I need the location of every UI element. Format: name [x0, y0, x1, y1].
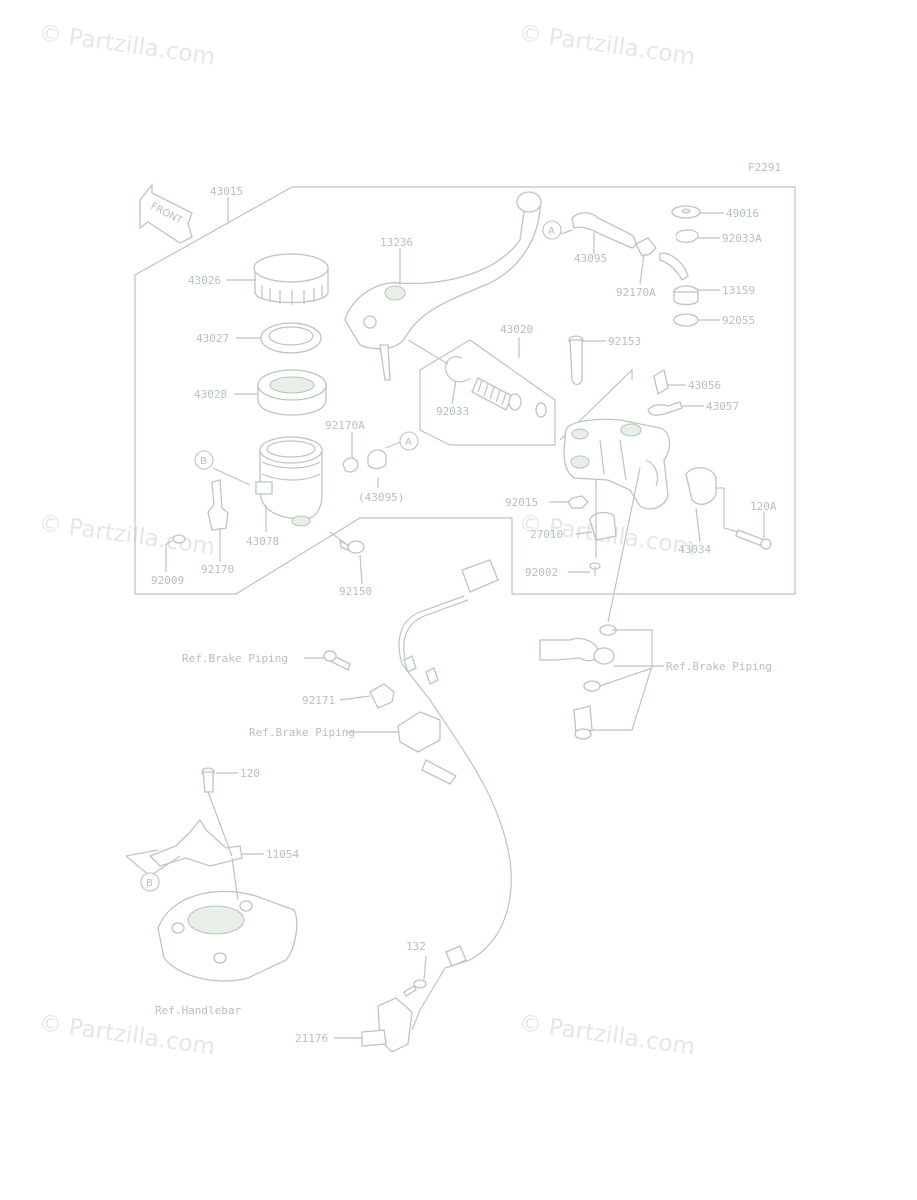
label-ref-brake-piping-lower-left: Ref.Brake Piping — [249, 726, 355, 739]
screw-92002 — [589, 562, 601, 576]
label-120: 120 — [240, 767, 260, 780]
callout-a-lower: A — [399, 431, 419, 451]
label-27010: 27010 — [530, 528, 563, 541]
screw-92150 — [339, 539, 365, 554]
label-43027: 43027 — [196, 332, 229, 345]
label-120A: 120A — [750, 500, 777, 513]
label-43028: 43028 — [194, 388, 227, 401]
callout-b-upper-label: B — [200, 456, 207, 467]
brake-piping-parts — [539, 624, 617, 740]
label-43020: 43020 — [500, 323, 533, 336]
label-43034: 43034 — [678, 543, 711, 556]
label-92171: 92171 — [302, 694, 335, 707]
switch-part — [647, 401, 683, 416]
reservoir-hose — [571, 212, 637, 249]
bracket-11054 — [148, 818, 243, 867]
switch-cable — [398, 559, 512, 1031]
circlip-92033A — [675, 229, 699, 243]
label-92009: 92009 — [151, 574, 184, 587]
label-43026: 43026 — [188, 274, 221, 287]
watermark-top-left: © Partzilla.com — [37, 20, 216, 70]
watermark-top-right: © Partzilla.com — [517, 20, 696, 70]
label-92033A: 92033A — [722, 232, 762, 245]
figure-code: F2291 — [748, 161, 781, 174]
watermark-bottom-left: © Partzilla.com — [37, 1010, 216, 1060]
piston-kit-outline — [419, 339, 556, 446]
brake-hose-parts — [323, 650, 457, 785]
pivot-bolt — [568, 335, 584, 386]
callout-a-upper-label: A — [548, 226, 555, 237]
brake-switch — [653, 368, 669, 396]
label-13236: 13236 — [380, 236, 413, 249]
label-92153: 92153 — [608, 335, 641, 348]
brake-lever — [344, 191, 542, 381]
callout-b-upper: B — [194, 450, 214, 470]
diaphragm-plate — [260, 322, 322, 354]
hose-clamp-left — [342, 449, 387, 473]
clamp-holder — [685, 467, 717, 505]
diaphragm — [257, 369, 327, 416]
reservoir-body — [255, 436, 323, 527]
reservoir-cap — [253, 253, 329, 305]
label-11054: 11054 — [266, 848, 299, 861]
label-132: 132 — [406, 940, 426, 953]
label-43015: 43015 — [210, 185, 243, 198]
label-21176: 21176 — [295, 1032, 328, 1045]
o-ring-92055 — [673, 313, 699, 327]
label-92170: 92170 — [201, 563, 234, 576]
piston-spring — [471, 377, 547, 418]
master-cylinder-body — [559, 368, 671, 510]
label-ref-brake-piping-upper-left: Ref.Brake Piping — [182, 652, 288, 665]
bolt-120 — [201, 767, 215, 793]
label-92015: 92015 — [505, 496, 538, 509]
label-43095: 43095 — [574, 252, 607, 265]
label-43057: 43057 — [706, 400, 739, 413]
label-43056: 43056 — [688, 379, 721, 392]
reservoir-bracket — [207, 479, 229, 531]
watermark-mid-left: © Partzilla.com — [37, 510, 216, 560]
cap-49016 — [671, 205, 701, 219]
assembly-outline — [134, 186, 796, 595]
label-92002: 92002 — [525, 566, 558, 579]
label-ref-brake-piping-right: Ref.Brake Piping — [666, 660, 772, 673]
watermark-bottom-right: © Partzilla.com — [517, 1010, 696, 1060]
part-labels: 43015 13236 43026 43027 43028 43020 9203… — [151, 185, 777, 1045]
callout-b-lower-label: B — [146, 878, 153, 889]
label-ref-handlebar: Ref.Handlebar — [155, 1004, 241, 1017]
fitting-13159 — [659, 252, 699, 306]
callout-a-lower-label: A — [405, 437, 412, 448]
label-13159: 13159 — [722, 284, 755, 297]
leader-lines — [125, 197, 765, 1039]
callout-b-lower: B — [140, 872, 160, 892]
label-49016: 49016 — [726, 207, 759, 220]
circlip — [445, 356, 471, 383]
nut-92015 — [567, 495, 589, 509]
screw-132 — [403, 979, 427, 997]
label-92170A-right: 92170A — [616, 286, 656, 299]
rear-switch — [361, 997, 413, 1053]
label-92055: 92055 — [722, 314, 755, 327]
label-43078: 43078 — [246, 535, 279, 548]
label-92150: 92150 — [339, 585, 372, 598]
label-92033: 92033 — [436, 405, 469, 418]
screw-92009 — [164, 534, 186, 546]
label-92170A-left: 92170A — [325, 419, 365, 432]
bolt-120A — [735, 529, 772, 550]
callout-a-upper: A — [542, 220, 562, 240]
front-arrow-icon: FRONT — [139, 183, 193, 244]
label-43095-paren: (43095) — [358, 491, 404, 504]
watermarks: © Partzilla.com © Partzilla.com © Partzi… — [37, 20, 696, 1060]
hose-clamp-right — [635, 237, 657, 257]
handlebar-housing — [157, 890, 298, 982]
